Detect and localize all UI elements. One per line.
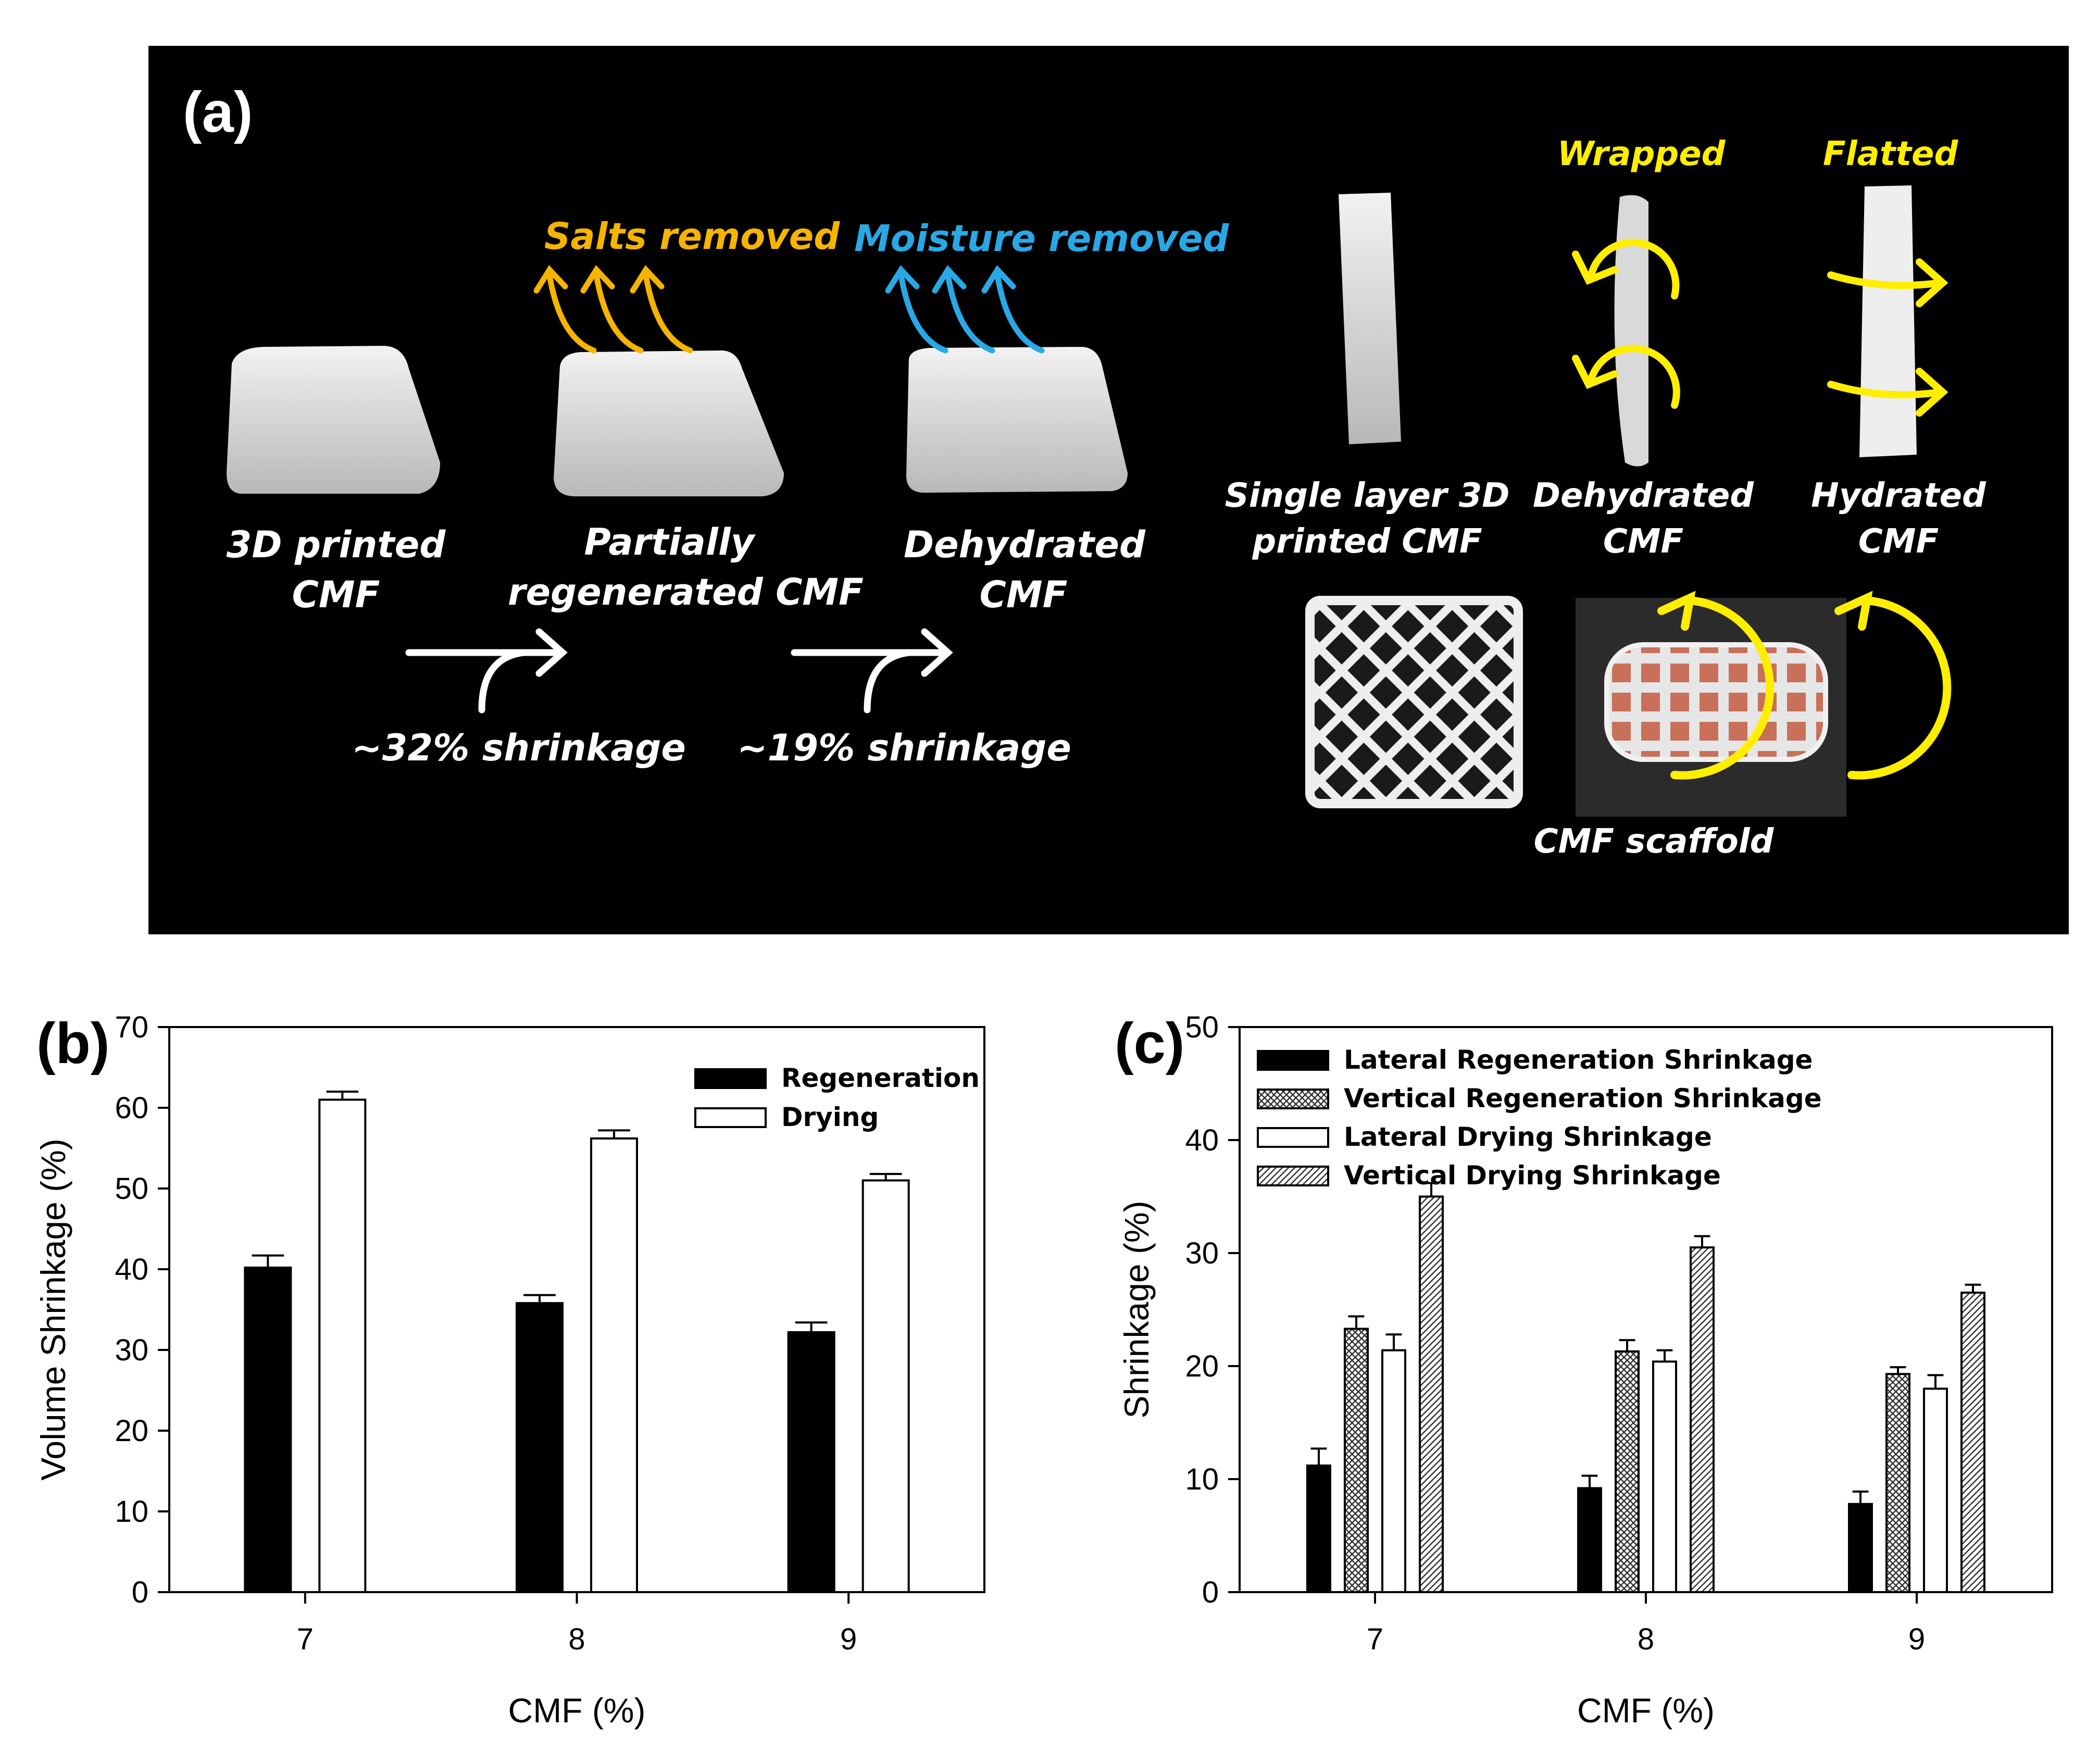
flatted-strip [1859, 185, 1917, 457]
cmf-block-regenerated [554, 351, 784, 496]
bar-vertical-drying-shrinkage-9 [1960, 1291, 1985, 1593]
tube-scaffold [1604, 642, 1828, 762]
y-tick-label: 50 [115, 1172, 148, 1206]
bar-lateral-regeneration-shrinkage-8 [1577, 1487, 1602, 1593]
bar-drying-7 [318, 1098, 367, 1593]
legend-label-lateral-drying-shrinkage: Lateral Drying Shrinkage [1344, 1122, 1712, 1152]
x-tick-label: 8 [1638, 1622, 1654, 1656]
legend-swatch-lateral-drying-shrinkage [1257, 1127, 1329, 1148]
y-tick-label: 20 [1185, 1349, 1219, 1383]
legend-swatch-regeneration [694, 1068, 767, 1089]
y-tick-label: 0 [1202, 1575, 1219, 1609]
bar-vertical-regeneration-shrinkage-7 [1344, 1328, 1369, 1593]
bar-vertical-drying-shrinkage-7 [1419, 1195, 1444, 1593]
legend-label-drying: Drying [781, 1102, 879, 1132]
wrapped-rotate-icon [1572, 239, 1680, 409]
x-axis-label: CMF (%) [1577, 1691, 1715, 1730]
y-tick-label: 10 [1185, 1462, 1219, 1496]
x-tick-label: 7 [1367, 1622, 1383, 1656]
square-scaffold [1305, 596, 1523, 808]
shrinkage-32-label: ~32% shrinkage [352, 727, 686, 769]
y-tick-label: 40 [115, 1253, 148, 1286]
salts-arrows-icon [533, 265, 693, 354]
bar-lateral-drying-shrinkage-8 [1652, 1360, 1677, 1593]
label-cmf-scaffold: CMF scaffold [1533, 822, 1774, 861]
flatted-arrows-icon [1827, 258, 1948, 417]
cmf-block-dehydrated [906, 347, 1128, 493]
shrinkage-19-label: ~19% shrinkage [737, 727, 1071, 769]
y-tick-label: 40 [1185, 1123, 1219, 1157]
flatted-label: Flatted [1823, 135, 1958, 173]
bar-drying-9 [861, 1179, 910, 1593]
bar-regeneration-7 [244, 1266, 292, 1593]
wrapped-strip [1614, 195, 1648, 467]
bar-lateral-regeneration-shrinkage-9 [1848, 1503, 1873, 1593]
legend-swatch-vertical-regeneration-shrinkage [1257, 1089, 1329, 1109]
legend-swatch-vertical-drying-shrinkage [1257, 1166, 1329, 1186]
bar-regeneration-8 [516, 1302, 564, 1593]
x-tick-label: 8 [568, 1622, 585, 1656]
y-tick-label: 70 [115, 1010, 148, 1044]
legend-label-vertical-regeneration-shrinkage: Vertical Regeneration Shrinkage [1344, 1083, 1822, 1114]
legend-label-lateral-regeneration-shrinkage: Lateral Regeneration Shrinkage [1344, 1045, 1813, 1075]
x-axis-label: CMF (%) [508, 1691, 646, 1730]
process-arrow-2-icon [791, 628, 953, 714]
legend-swatch-drying [694, 1107, 767, 1128]
bar-vertical-regeneration-shrinkage-9 [1885, 1373, 1910, 1593]
moisture-removed-label: Moisture removed [854, 217, 1229, 260]
photo-panel-a: (a) [148, 46, 2069, 934]
legend-swatch-lateral-regeneration-shrinkage [1257, 1050, 1329, 1071]
moisture-arrows-icon [885, 265, 1045, 354]
x-tick-label: 9 [840, 1622, 857, 1656]
wrapped-label: Wrapped [1557, 135, 1726, 173]
bar-lateral-regeneration-shrinkage-7 [1306, 1464, 1331, 1594]
bar-regeneration-9 [787, 1331, 835, 1594]
x-tick-label: 9 [1908, 1622, 1925, 1656]
y-tick-label: 30 [115, 1333, 148, 1367]
x-tick-label: 7 [297, 1622, 314, 1656]
y-tick-label: 20 [115, 1414, 148, 1448]
panel-a-illustration [227, 185, 1952, 817]
process-arrow-1-icon [405, 628, 568, 714]
bar-vertical-regeneration-shrinkage-8 [1615, 1350, 1640, 1593]
y-axis-label: Shrinkage (%) [1117, 1200, 1156, 1418]
single-layer-strip [1339, 193, 1401, 444]
panel-b-letter: (b) [36, 1011, 110, 1075]
cmf-block-printed [227, 346, 440, 494]
panel-c-letter: (c) [1115, 1011, 1185, 1075]
y-tick-label: 0 [132, 1575, 148, 1609]
bar-lateral-drying-shrinkage-7 [1381, 1349, 1406, 1593]
y-tick-label: 60 [115, 1091, 148, 1125]
salts-removed-label: Salts removed [544, 215, 840, 258]
bar-vertical-drying-shrinkage-8 [1690, 1246, 1715, 1593]
panel-a-letter: (a) [183, 80, 253, 144]
y-tick-label: 50 [1185, 1010, 1219, 1044]
legend-label-vertical-drying-shrinkage: Vertical Drying Shrinkage [1344, 1160, 1721, 1191]
y-tick-label: 10 [115, 1495, 148, 1529]
y-axis-label: Volume Shrinkage (%) [34, 1139, 72, 1481]
legend-label-regeneration: Regeneration [781, 1063, 980, 1093]
bar-lateral-drying-shrinkage-9 [1923, 1387, 1948, 1594]
tube-rotate-icon [1657, 591, 1952, 780]
y-tick-label: 30 [1185, 1236, 1219, 1270]
bar-drying-8 [590, 1137, 638, 1593]
